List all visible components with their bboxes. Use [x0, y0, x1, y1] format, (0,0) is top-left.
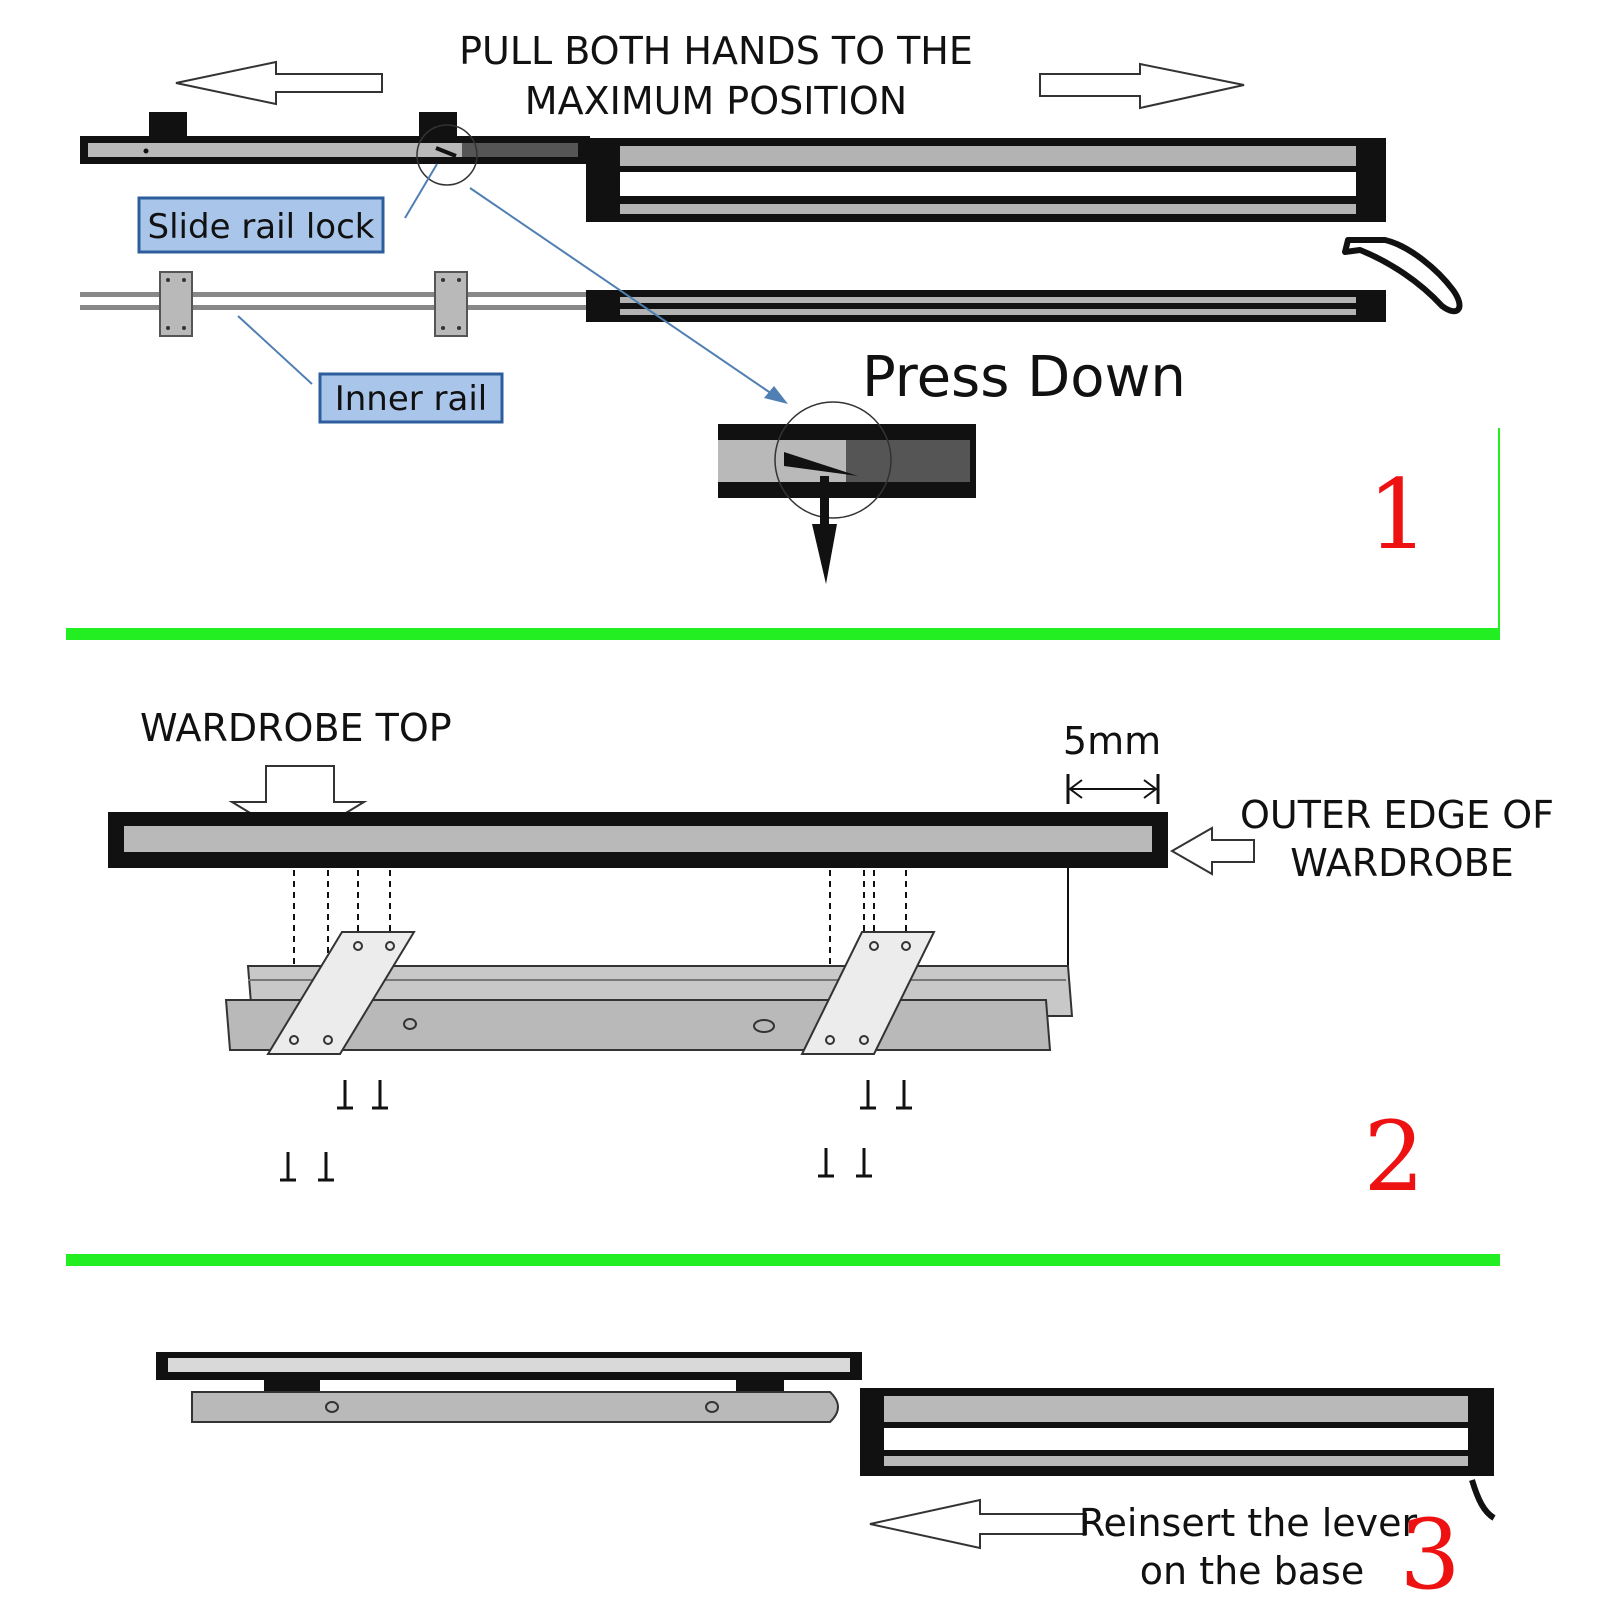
- step-divider-2: [66, 1254, 1500, 1266]
- mounting-bracket-left: [266, 931, 416, 1055]
- arrow-left-icon: [869, 1498, 1087, 1550]
- upper-slide-rail: [80, 112, 1386, 222]
- lock-detail-zoom: [718, 401, 976, 519]
- base-top-rail: [156, 1352, 862, 1392]
- reinsert-lever-line1: Reinsert the lever: [1079, 1501, 1418, 1545]
- step-2-panel: WARDROBE TOP 5mm OUTER EDGE OF WARDROBE: [108, 706, 1554, 1213]
- callout-slide-rail-lock: Slide rail lock: [137, 163, 438, 254]
- step-3-panel: Reinsert the lever on the base 3: [156, 1352, 1496, 1601]
- step-2-number: 2: [1363, 1101, 1424, 1213]
- step-1-number: 1: [1367, 459, 1428, 571]
- arrow-left-icon: [175, 60, 383, 106]
- arrow-right-icon: [1039, 62, 1245, 110]
- arrow-down-icon: [812, 476, 837, 584]
- gap-5mm-label: 5mm: [1063, 719, 1161, 763]
- callout-inner-rail-label: Inner rail: [335, 379, 488, 419]
- inner-slide-rail: [80, 271, 1386, 337]
- inner-rail-removed: [191, 1391, 839, 1423]
- pull-cord-base: [1469, 1479, 1496, 1521]
- wardrobe-top-rail: [108, 812, 1168, 868]
- arrow-left-outline-icon: [1169, 826, 1255, 876]
- mounting-bracket-right: [800, 931, 936, 1055]
- step-3-number: 3: [1399, 1499, 1460, 1601]
- step1-title-line2: MAXIMUM POSITION: [525, 79, 907, 123]
- zoom-pointer: [469, 187, 788, 404]
- outer-edge-label-line2: WARDROBE: [1290, 841, 1514, 885]
- callout-slide-rail-lock-label: Slide rail lock: [148, 207, 375, 247]
- step-1-panel: PULL BOTH HANDS TO THE MAXIMUM POSITION: [80, 29, 1463, 584]
- outer-edge-label-line1: OUTER EDGE OF: [1240, 793, 1554, 837]
- screw-icon: [280, 1080, 912, 1182]
- step-divider-1: [66, 428, 1500, 640]
- pull-cord: [1342, 237, 1463, 315]
- dimension-arrow: [1066, 774, 1160, 804]
- step1-title-line1: PULL BOTH HANDS TO THE: [459, 29, 973, 73]
- callout-inner-rail: Inner rail: [237, 315, 504, 424]
- wardrobe-top-label: WARDROBE TOP: [140, 706, 452, 750]
- reinsert-lever-line2: on the base: [1140, 1549, 1364, 1593]
- press-down-label: Press Down: [862, 345, 1186, 410]
- outer-rail-base: [860, 1388, 1494, 1476]
